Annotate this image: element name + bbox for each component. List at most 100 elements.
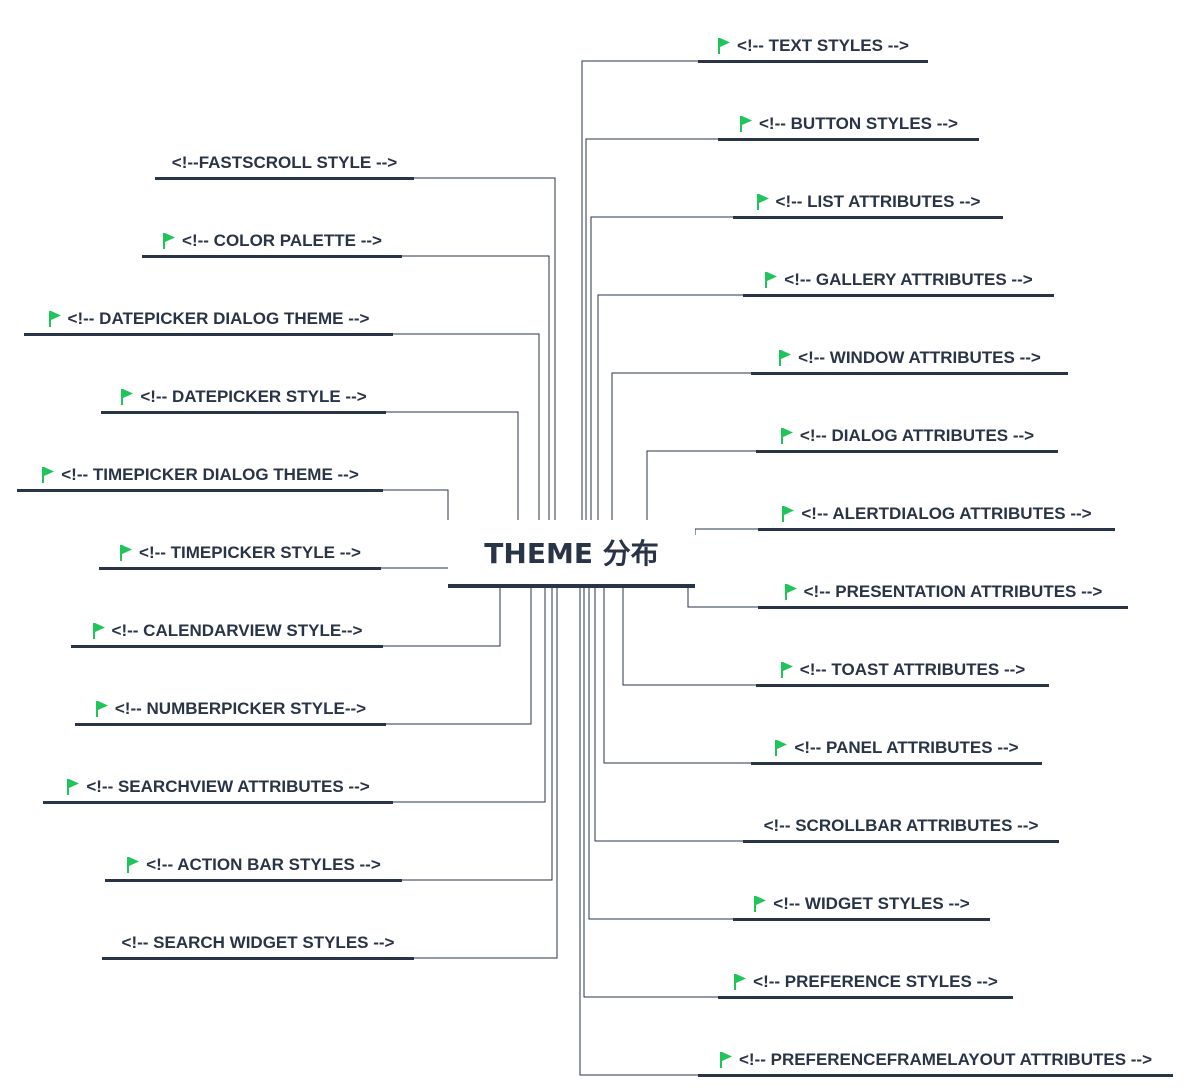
topic-label: <!-- PREFERENCE STYLES -->: [753, 971, 998, 991]
connector-right-5: [646, 450, 756, 520]
root-topic[interactable]: THEME 分布: [448, 520, 695, 588]
right-topic-7[interactable]: <!-- PRESENTATION ATTRIBUTES -->: [758, 581, 1128, 609]
topic-label: <!-- SCROLLBAR ATTRIBUTES -->: [763, 815, 1039, 835]
connector-right-9: [603, 586, 751, 764]
topic-label: <!-- DIALOG ATTRIBUTES -->: [799, 425, 1035, 445]
topic-label: <!-- TIMEPICKER STYLE -->: [139, 542, 361, 562]
flag-icon: [740, 115, 752, 132]
flag-icon: [779, 349, 792, 366]
flag-icon: [780, 661, 793, 678]
topic-label: <!-- BUTTON STYLES -->: [759, 113, 958, 133]
connector-left-6: [383, 586, 501, 647]
flag-icon: [95, 700, 108, 717]
topic-label: <!--FASTSCROLL STYLE -->: [171, 152, 398, 172]
right-topic-8[interactable]: <!-- TOAST ATTRIBUTES -->: [756, 659, 1049, 687]
left-topic-7[interactable]: <!-- NUMBERPICKER STYLE-->: [75, 698, 386, 726]
connector-left-4: [383, 489, 449, 520]
right-topic-9[interactable]: <!-- PANEL ATTRIBUTES -->: [751, 737, 1042, 765]
flag-icon: [163, 232, 176, 249]
right-topic-6[interactable]: <!-- ALERTDIALOG ATTRIBUTES -->: [758, 503, 1115, 531]
connector-left-2: [393, 333, 540, 520]
connector-right-2: [590, 216, 733, 520]
topic-label: <!-- WIDGET STYLES -->: [773, 893, 970, 913]
topic-label: <!-- ALERTDIALOG ATTRIBUTES -->: [801, 503, 1092, 523]
topic-label: <!-- PANEL ATTRIBUTES -->: [794, 737, 1019, 757]
connector-left-8: [393, 586, 546, 803]
left-topic-1[interactable]: <!-- COLOR PALETTE -->: [142, 230, 402, 258]
flag-icon: [782, 505, 795, 522]
right-topic-11[interactable]: <!-- WIDGET STYLES -->: [733, 893, 990, 921]
flag-icon: [784, 583, 797, 600]
flag-icon: [756, 193, 769, 210]
flag-icon: [48, 310, 61, 327]
right-topic-5[interactable]: <!-- DIALOG ATTRIBUTES -->: [756, 425, 1058, 453]
left-topic-9[interactable]: <!-- ACTION BAR STYLES -->: [105, 854, 402, 882]
right-topic-1[interactable]: <!-- BUTTON STYLES -->: [718, 113, 979, 141]
left-topic-5[interactable]: <!-- TIMEPICKER STYLE -->: [99, 542, 381, 570]
flag-icon: [92, 622, 105, 639]
topic-label: <!-- SEARCHVIEW ATTRIBUTES -->: [86, 776, 370, 796]
connector-right-4: [611, 372, 751, 520]
flag-icon: [775, 739, 788, 756]
flag-icon: [734, 973, 747, 990]
topic-label: <!-- LIST ATTRIBUTES -->: [775, 191, 981, 211]
topic-label: <!-- SEARCH WIDGET STYLES -->: [121, 932, 395, 952]
right-topic-3[interactable]: <!-- GALLERY ATTRIBUTES -->: [743, 269, 1054, 297]
flag-icon: [42, 466, 55, 483]
topic-label: <!-- CALENDARVIEW STYLE-->: [111, 620, 363, 640]
topic-label: <!-- WINDOW ATTRIBUTES -->: [798, 347, 1041, 367]
left-topic-10[interactable]: <!-- SEARCH WIDGET STYLES -->: [102, 932, 414, 960]
right-topic-2[interactable]: <!-- LIST ATTRIBUTES -->: [733, 191, 1003, 219]
flag-icon: [120, 544, 133, 561]
connector-left-7: [386, 586, 532, 725]
connector-right-10: [594, 586, 743, 842]
connector-right-3: [597, 294, 743, 520]
topic-label: <!-- TOAST ATTRIBUTES -->: [799, 659, 1026, 679]
flag-icon: [718, 37, 731, 54]
flag-icon: [121, 388, 134, 405]
flag-icon: [754, 895, 767, 912]
topic-label: <!-- NUMBERPICKER STYLE-->: [114, 698, 367, 718]
connector-left-3: [386, 411, 519, 520]
connector-left-10: [414, 586, 558, 959]
topic-label: <!-- COLOR PALETTE -->: [182, 230, 382, 250]
flag-icon: [67, 778, 80, 795]
topic-label: <!-- TEXT STYLES -->: [737, 35, 909, 55]
topic-label: <!-- DATEPICKER DIALOG THEME -->: [67, 308, 370, 328]
connector-right-1: [585, 138, 718, 520]
topic-label: <!-- TIMEPICKER DIALOG THEME -->: [61, 464, 359, 484]
right-topic-4[interactable]: <!-- WINDOW ATTRIBUTES -->: [751, 347, 1068, 375]
right-topic-13[interactable]: <!-- PREFERENCEFRAMELAYOUT ATTRIBUTES --…: [698, 1049, 1173, 1077]
left-topic-0[interactable]: <!--FASTSCROLL STYLE -->: [155, 152, 414, 180]
connector-left-0: [414, 177, 556, 520]
connector-right-7: [687, 586, 758, 608]
flag-icon: [765, 271, 778, 288]
connector-right-6: [694, 528, 758, 535]
right-topic-12[interactable]: <!-- PREFERENCE STYLES -->: [718, 971, 1013, 999]
topic-label: <!-- PRESENTATION ATTRIBUTES -->: [803, 581, 1103, 601]
left-topic-2[interactable]: <!-- DATEPICKER DIALOG THEME -->: [24, 308, 393, 336]
right-topic-10[interactable]: <!-- SCROLLBAR ATTRIBUTES -->: [743, 815, 1059, 843]
left-topic-6[interactable]: <!-- CALENDARVIEW STYLE-->: [71, 620, 383, 648]
topic-label: <!-- DATEPICKER STYLE -->: [140, 386, 367, 406]
topic-label: <!-- GALLERY ATTRIBUTES -->: [784, 269, 1033, 289]
connector-right-8: [622, 586, 756, 686]
left-topic-3[interactable]: <!-- DATEPICKER STYLE -->: [101, 386, 386, 414]
left-topic-8[interactable]: <!-- SEARCHVIEW ATTRIBUTES -->: [43, 776, 393, 804]
root-topic-label: THEME 分布: [484, 537, 659, 570]
left-topic-4[interactable]: <!-- TIMEPICKER DIALOG THEME -->: [17, 464, 383, 492]
connector-right-13: [579, 586, 698, 1076]
connector-left-9: [402, 586, 553, 881]
flag-icon: [719, 1051, 732, 1068]
flag-icon: [780, 427, 793, 444]
flag-icon: [127, 856, 140, 873]
connector-right-12: [583, 586, 718, 998]
right-topic-0[interactable]: <!-- TEXT STYLES -->: [698, 35, 928, 63]
connector-right-0: [581, 60, 698, 520]
connector-right-11: [588, 586, 733, 920]
connector-left-1: [402, 255, 550, 520]
topic-label: <!-- ACTION BAR STYLES -->: [146, 854, 381, 874]
topic-label: <!-- PREFERENCEFRAMELAYOUT ATTRIBUTES --…: [738, 1049, 1153, 1069]
